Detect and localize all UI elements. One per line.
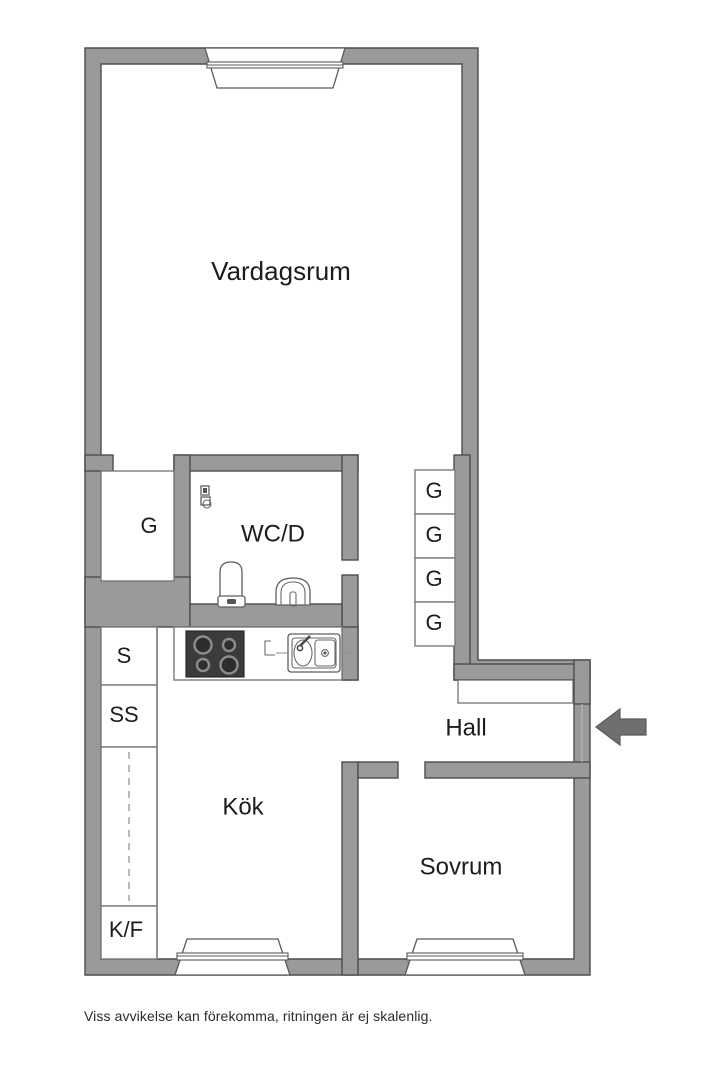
label-g-right-2: G — [425, 522, 442, 547]
closet-g-right-4-box[interactable] — [414, 601, 456, 647]
appliance-kf-box[interactable] — [100, 905, 158, 960]
stove[interactable] — [185, 630, 245, 678]
wall-stub-living-left — [84, 454, 114, 472]
interior-walls — [84, 454, 591, 976]
appliance-labels: S SS K/F — [109, 643, 143, 942]
counter-corner-mark — [264, 640, 275, 656]
wall-below-wc — [189, 603, 343, 628]
closet-g-right-3-box[interactable] — [414, 557, 456, 603]
bathroom-fixtures — [200, 485, 311, 608]
toilet — [217, 561, 246, 608]
label-sovrum: Sovrum — [420, 853, 503, 880]
entrance-arrow — [595, 707, 647, 747]
windows — [174, 47, 574, 976]
room-labels: Vardagsrum WC/D Kök Hall Sovrum — [211, 256, 502, 880]
wall-closet-bank-right — [453, 454, 471, 681]
appliance-s-box[interactable] — [100, 626, 158, 686]
wall-kitchen-sovrum — [341, 761, 359, 976]
wall-wc-right-upper — [341, 454, 359, 561]
label-hall: Hall — [445, 714, 486, 741]
label-s: S — [117, 643, 132, 668]
label-g-right-1: G — [425, 478, 442, 503]
wall-wc-top — [173, 454, 359, 472]
appliance-ss-box[interactable] — [100, 684, 158, 748]
washbasin — [275, 577, 311, 607]
label-g-left: G — [140, 513, 157, 538]
wall-stub-sovrum-top — [357, 761, 399, 779]
plan-caption: Viss avvikelse kan förekomma, ritningen … — [84, 1008, 433, 1024]
window-bedroom — [404, 938, 526, 976]
wall-block-below-g-left — [84, 576, 191, 628]
kitchen-sink[interactable] — [276, 633, 350, 673]
label-ss: SS — [109, 702, 138, 727]
closet-boxes — [100, 469, 456, 647]
closet-labels: G G G G G — [140, 478, 442, 635]
window-living-room — [204, 47, 346, 89]
wall-hall-bottom — [424, 761, 591, 779]
kitchen-counter-run — [173, 626, 350, 681]
label-kf: K/F — [109, 917, 143, 942]
label-wc-d: WC/D — [241, 520, 305, 547]
wall-hall-top — [453, 663, 591, 681]
cabinet-tall-box[interactable] — [100, 746, 158, 907]
label-g-right-4: G — [425, 610, 442, 635]
kitchen-left-column — [100, 626, 158, 960]
window-kitchen — [174, 938, 291, 976]
wall-entrance-jamb-upper — [573, 659, 591, 705]
label-vardagsrum: Vardagsrum — [211, 256, 351, 286]
wall-valve — [200, 485, 212, 509]
window-hall — [457, 679, 574, 704]
label-kok: Kök — [222, 793, 264, 820]
closet-g-left-box[interactable] — [100, 470, 175, 582]
label-g-right-3: G — [425, 566, 442, 591]
